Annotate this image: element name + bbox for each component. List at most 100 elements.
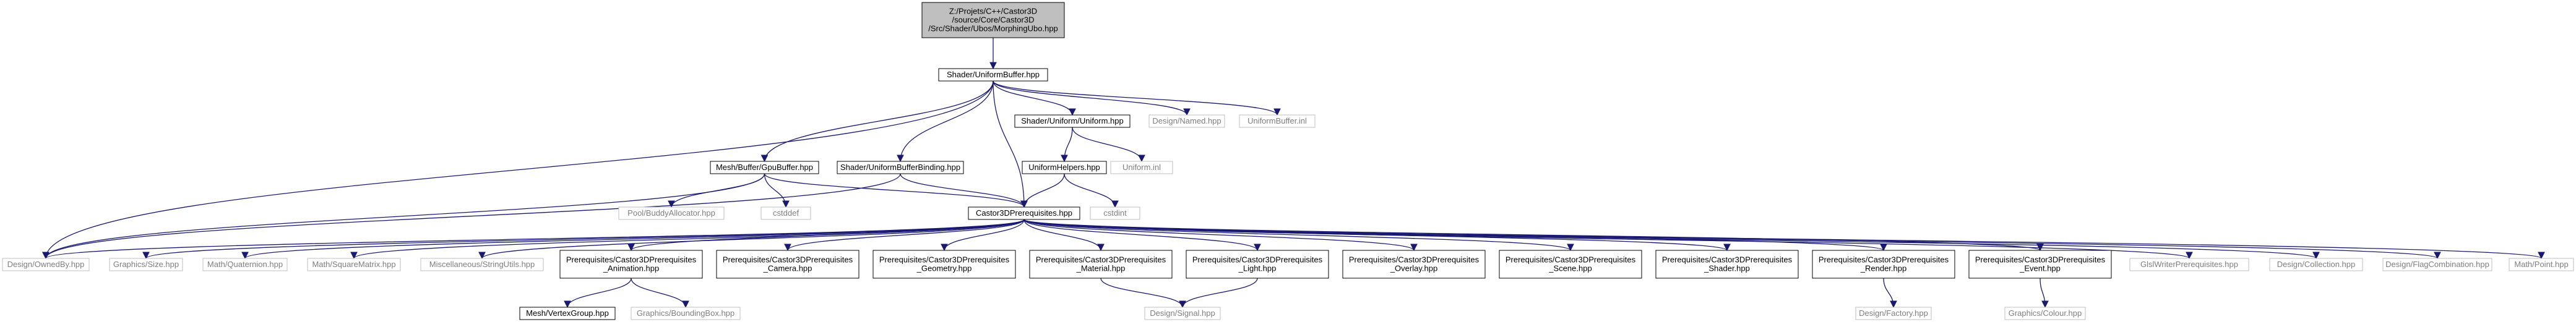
node-math-quaternion-hpp[interactable]: Math/Quaternion.hpp	[202, 258, 288, 271]
edge-uniform-buffer-to-owned-by	[42, 80, 994, 260]
node-label: Design/OwnedBy.hpp	[7, 260, 85, 269]
node-label: Pool/BuddyAllocator.hpp	[627, 208, 715, 218]
edge-p-render-to-factory	[1883, 278, 1897, 308]
node-box	[1090, 206, 1140, 220]
edge-c3d-prereq-to-p-light	[1023, 219, 1261, 252]
node-label: Prerequisites/Castor3DPrerequisites	[1506, 255, 1636, 265]
node-label: Design/Collection.hpp	[2277, 260, 2355, 269]
edge-c3d-prereq-to-p-event	[1023, 219, 2044, 252]
node-graphics-colour-hpp[interactable]: Graphics/Colour.hpp	[2004, 307, 2086, 320]
node-label: _Geometry.hpp	[916, 264, 972, 273]
node-uniformbuffer-inl[interactable]: UniformBuffer.inl	[1239, 114, 1316, 128]
node-label: Math/Point.hpp	[2514, 260, 2568, 269]
edge-uniform-buffer-to-named	[993, 80, 1191, 116]
edge-p-material-to-signal	[1100, 278, 1186, 308]
edge-gpu-buffer-to-owned-by	[42, 173, 765, 260]
node-uniform-inl[interactable]: Uniform.inl	[1110, 161, 1173, 174]
edge-gpu-buffer-to-c3d-prereq	[764, 173, 1028, 208]
node-box	[420, 258, 544, 271]
edge-gpu-buffer-to-cstddef	[764, 173, 790, 208]
node-label: Prerequisites/Castor3DPrerequisites	[1662, 255, 1793, 265]
node-box	[1812, 250, 1955, 279]
edge-p-light-to-signal	[1179, 278, 1258, 308]
node-label: _Material.hpp	[1076, 264, 1126, 273]
node-box	[872, 250, 1016, 279]
node-box	[1342, 250, 1486, 279]
node-prerequisites-castor3dprerequisites-render-hpp[interactable]: Prerequisites/Castor3DPrerequisites_Rend…	[1812, 250, 1955, 279]
node-design-signal-hpp[interactable]: Design/Signal.hpp	[1144, 307, 1221, 320]
node-cstdint[interactable]: cstdint	[1090, 206, 1140, 220]
node-shader-uniformbuffer-hpp[interactable]: Shader/UniformBuffer.hpp	[938, 68, 1048, 82]
node-label: Shader/UniformBufferBinding.hpp	[840, 163, 960, 172]
node-label: Castor3DPrerequisites.hpp	[976, 208, 1072, 218]
node-miscellaneous-stringutils-hpp[interactable]: Miscellaneous/StringUtils.hpp	[420, 258, 544, 271]
node-mesh-buffer-gpubuffer-hpp[interactable]: Mesh/Buffer/GpuBuffer.hpp	[710, 161, 819, 174]
node-prerequisites-castor3dprerequisites-material-hpp[interactable]: Prerequisites/Castor3DPrerequisites_Mate…	[1029, 250, 1173, 279]
node-box	[618, 206, 725, 220]
node-label: Z:/Projets/C++/Castor3D	[949, 7, 1037, 16]
edge-p-event-to-colour	[2040, 278, 2049, 308]
edge-c3d-prereq-to-string-utils	[478, 219, 1025, 260]
node-label: UniformHelpers.hpp	[1028, 163, 1100, 172]
node-design-ownedby-hpp[interactable]: Design/OwnedBy.hpp	[2, 258, 90, 271]
node-shader-uniform-uniform-hpp[interactable]: Shader/Uniform/Uniform.hpp	[1014, 114, 1131, 128]
node-box	[2509, 258, 2574, 271]
node-box	[1239, 114, 1316, 128]
node-castor3dprerequisites-hpp[interactable]: Castor3DPrerequisites.hpp	[968, 206, 1080, 220]
node-design-flagcombination-hpp[interactable]: Design/FlagCombination.hpp	[2382, 258, 2492, 271]
node-prerequisites-castor3dprerequisites-event-hpp[interactable]: Prerequisites/Castor3DPrerequisites_Even…	[1968, 250, 2112, 279]
node-shader-uniformbufferbinding-hpp[interactable]: Shader/UniformBufferBinding.hpp	[837, 161, 964, 174]
node-box	[1186, 250, 1329, 279]
node-label: Prerequisites/Castor3DPrerequisites	[1975, 255, 2106, 265]
node-label: Prerequisites/Castor3DPrerequisites	[723, 255, 853, 265]
edge-uniform-helpers-to-c3d-prereq	[1020, 173, 1065, 208]
node-math-squarematrix-hpp[interactable]: Math/SquareMatrix.hpp	[307, 258, 401, 271]
node-prerequisites-castor3dprerequisites-animation-hpp[interactable]: Prerequisites/Castor3DPrerequisites_Anim…	[559, 250, 703, 279]
node-design-collection-hpp[interactable]: Design/Collection.hpp	[2269, 258, 2363, 271]
node-box	[1022, 161, 1107, 174]
node-cstddef[interactable]: cstddef	[760, 206, 811, 220]
node-box	[2, 258, 90, 271]
node-label: /source/Core/Castor3D	[952, 15, 1035, 25]
edge-c3d-prereq-to-p-geometry	[941, 219, 1025, 252]
edge-uniform-buffer-to-uniform	[993, 80, 1076, 116]
node-uniformhelpers-hpp[interactable]: UniformHelpers.hpp	[1022, 161, 1107, 174]
node-label: _Event.hpp	[2019, 264, 2061, 273]
node-prerequisites-castor3dprerequisites-overlay-hpp[interactable]: Prerequisites/Castor3DPrerequisites_Over…	[1342, 250, 1486, 279]
node-prerequisites-castor3dprerequisites-geometry-hpp[interactable]: Prerequisites/Castor3DPrerequisites_Geom…	[872, 250, 1016, 279]
node-design-named-hpp[interactable]: Design/Named.hpp	[1148, 114, 1225, 128]
edge-c3d-prereq-to-p-overlay	[1023, 219, 1418, 252]
node-label: Shader/UniformBuffer.hpp	[947, 70, 1040, 79]
node-graphics-size-hpp[interactable]: Graphics/Size.hpp	[109, 258, 183, 271]
nodes-layer: Z:/Projets/C++/Castor3D/source/Core/Cast…	[2, 2, 2574, 320]
edge-uniform-buffer-to-ub-binding	[897, 80, 994, 163]
edge-uniform-buffer-to-ub-inl	[993, 80, 1281, 116]
node-prerequisites-castor3dprerequisites-camera-hpp[interactable]: Prerequisites/Castor3DPrerequisites_Came…	[716, 250, 859, 279]
edges-layer	[42, 37, 2545, 308]
node-box	[1110, 161, 1173, 174]
node-mesh-vertexgroup-hpp[interactable]: Mesh/VertexGroup.hpp	[519, 307, 616, 320]
node-graphics-boundingbox-hpp[interactable]: Graphics/BoundingBox.hpp	[631, 307, 741, 320]
node-box	[1144, 307, 1221, 320]
node-prerequisites-castor3dprerequisites-light-hpp[interactable]: Prerequisites/Castor3DPrerequisites_Ligh…	[1186, 250, 1329, 279]
edge-ub-binding-to-owned-by	[42, 173, 901, 260]
node-box	[307, 258, 401, 271]
node-label: Graphics/Size.hpp	[113, 260, 179, 269]
node-glslwriterprerequisites-hpp[interactable]: GlslWriterPrerequisites.hpp	[2129, 258, 2249, 271]
node-label: _Camera.hpp	[763, 264, 812, 273]
node-label: UniformBuffer.inl	[1247, 116, 1307, 125]
node-pool-buddyallocator-hpp[interactable]: Pool/BuddyAllocator.hpp	[618, 206, 725, 220]
node-box	[559, 250, 703, 279]
node-z-projets-c-castor3d-source-core-castor3d-src-shader-ubos-morphingubo-hpp[interactable]: Z:/Projets/C++/Castor3D/source/Core/Cast…	[921, 2, 1065, 38]
node-math-point-hpp[interactable]: Math/Point.hpp	[2509, 258, 2574, 271]
node-prerequisites-castor3dprerequisites-scene-hpp[interactable]: Prerequisites/Castor3DPrerequisites_Scen…	[1499, 250, 1642, 279]
node-design-factory-hpp[interactable]: Design/Factory.hpp	[1855, 307, 1932, 320]
node-box	[921, 2, 1065, 38]
node-label: Prerequisites/Castor3DPrerequisites	[1192, 255, 1323, 265]
node-box	[1029, 250, 1173, 279]
edge-c3d-prereq-to-p-material	[1023, 219, 1105, 252]
edge-c3d-prereq-to-math-point	[1023, 219, 2545, 260]
node-prerequisites-castor3dprerequisites-shader-hpp[interactable]: Prerequisites/Castor3DPrerequisites_Shad…	[1655, 250, 1799, 279]
node-box	[631, 307, 741, 320]
edge-c3d-prereq-to-owned-by	[42, 219, 1025, 260]
